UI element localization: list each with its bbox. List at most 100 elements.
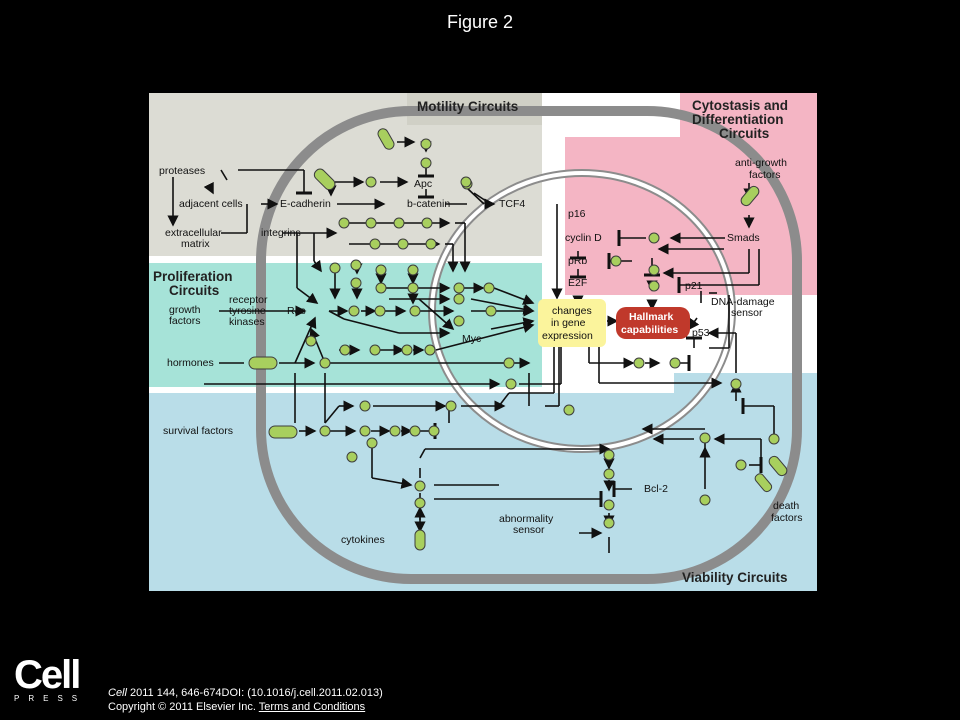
receptor (248, 356, 278, 370)
label-cytokines: cytokines (341, 534, 385, 546)
node (420, 138, 432, 150)
cytostasis-header-2: Differentiation (692, 112, 784, 127)
receptor (740, 185, 760, 207)
node (669, 357, 681, 369)
label-p21: p21 (685, 280, 703, 292)
node (453, 282, 465, 294)
label-expression: expression (542, 330, 593, 342)
label-e2f: E2F (568, 277, 587, 289)
motility-header: Motility Circuits (417, 99, 518, 114)
cytostasis-header-1: Cytostasis and (692, 98, 788, 113)
label-p16: p16 (568, 208, 586, 220)
label-extracellular: extracellular (165, 227, 222, 239)
citation-ref: 2011 144, 646-674DOI: (10.1016/j.cell.20… (126, 687, 383, 699)
proliferation-header-1: Proliferation (153, 269, 233, 284)
node (768, 433, 780, 445)
gene-expression-box (538, 299, 606, 347)
logo-sub: PRESS (14, 694, 87, 703)
cell-press-logo: Cell PRESS (14, 653, 87, 704)
label-hormones: hormones (167, 357, 214, 369)
diagram-labels: proteases adjacent cells extracellular m… (159, 157, 803, 546)
receptor (377, 128, 395, 150)
proliferation-header-2: Circuits (169, 283, 219, 298)
node (369, 238, 381, 250)
label-proteases: proteases (159, 165, 205, 177)
label-integrins: integrins (261, 227, 301, 239)
node (359, 425, 371, 437)
signaling-circuits-figure: Motility Circuits Cytostasis and Differe… (149, 93, 817, 591)
node (453, 293, 465, 305)
cytostasis-header-3: Circuits (719, 126, 769, 141)
node (483, 282, 495, 294)
node (730, 378, 742, 390)
label-abnormality-sensor: sensor (513, 524, 545, 536)
label-receptor: receptor (229, 294, 268, 306)
label-apc: Apc (414, 178, 432, 190)
label-smads: Smads (727, 232, 760, 244)
label-tyrosine: tyrosine (229, 305, 266, 317)
node (409, 305, 421, 317)
node (389, 425, 401, 437)
node (366, 437, 378, 449)
node (563, 404, 575, 416)
node (648, 232, 660, 244)
cell-membrane (256, 106, 802, 584)
citation-line: Cell 2011 144, 646-674DOI: (10.1016/j.ce… (108, 686, 383, 700)
node (648, 280, 660, 292)
label-capabilities: capabilities (621, 324, 678, 336)
citation: Cell 2011 144, 646-674DOI: (10.1016/j.ce… (108, 686, 383, 714)
node (348, 305, 360, 317)
signal-nodes (305, 138, 780, 529)
node (453, 315, 465, 327)
logo-main: Cell (14, 653, 81, 697)
node (421, 217, 433, 229)
label-ras: Ras (287, 305, 306, 317)
node (610, 255, 622, 267)
label-in-gene: in gene (551, 317, 586, 329)
node (329, 262, 341, 274)
node (485, 305, 497, 317)
node (409, 425, 421, 437)
label-dna-damage-sensor: sensor (731, 307, 763, 319)
terms-link[interactable]: Terms and Conditions (258, 701, 366, 713)
node (648, 264, 660, 276)
copyright-line: Copyright © 2011 Elsevier Inc. Terms and… (108, 700, 383, 714)
node (375, 264, 387, 276)
label-kinases: kinases (229, 316, 265, 328)
hallmark-capabilities-box (616, 307, 690, 339)
page-title: Figure 2 (446, 12, 514, 32)
label-b-catenin: b-catenin (407, 198, 450, 210)
node (339, 344, 351, 356)
label-abnormality: abnormality (499, 513, 554, 525)
label-death: death (773, 500, 799, 512)
node (393, 217, 405, 229)
node (505, 378, 517, 390)
label-prb: pRb (568, 255, 587, 267)
node (414, 497, 426, 509)
node (369, 344, 381, 356)
node (425, 238, 437, 250)
node (460, 176, 472, 188)
citation-journal: Cell (108, 687, 127, 699)
node (699, 494, 711, 506)
node (633, 357, 645, 369)
label-growth-factors: factors (169, 315, 201, 327)
node (346, 451, 358, 463)
label-tcf4: TCF4 (499, 198, 525, 210)
receptor (268, 425, 298, 439)
label-changes: changes (552, 305, 592, 317)
label-hallmark: Hallmark (629, 311, 674, 323)
label-p53: p53 (692, 327, 710, 339)
node (603, 499, 615, 511)
node (503, 357, 515, 369)
node (319, 425, 331, 437)
node (420, 157, 432, 169)
node (424, 344, 436, 356)
receptor (414, 529, 426, 551)
receptor (313, 168, 336, 191)
label-adjacent-cells: adjacent cells (179, 198, 243, 210)
node (414, 480, 426, 492)
label-bcl2: Bcl-2 (644, 483, 668, 495)
membrane-receptors (248, 128, 788, 551)
label-dna-damage: DNA-damage (711, 296, 775, 308)
